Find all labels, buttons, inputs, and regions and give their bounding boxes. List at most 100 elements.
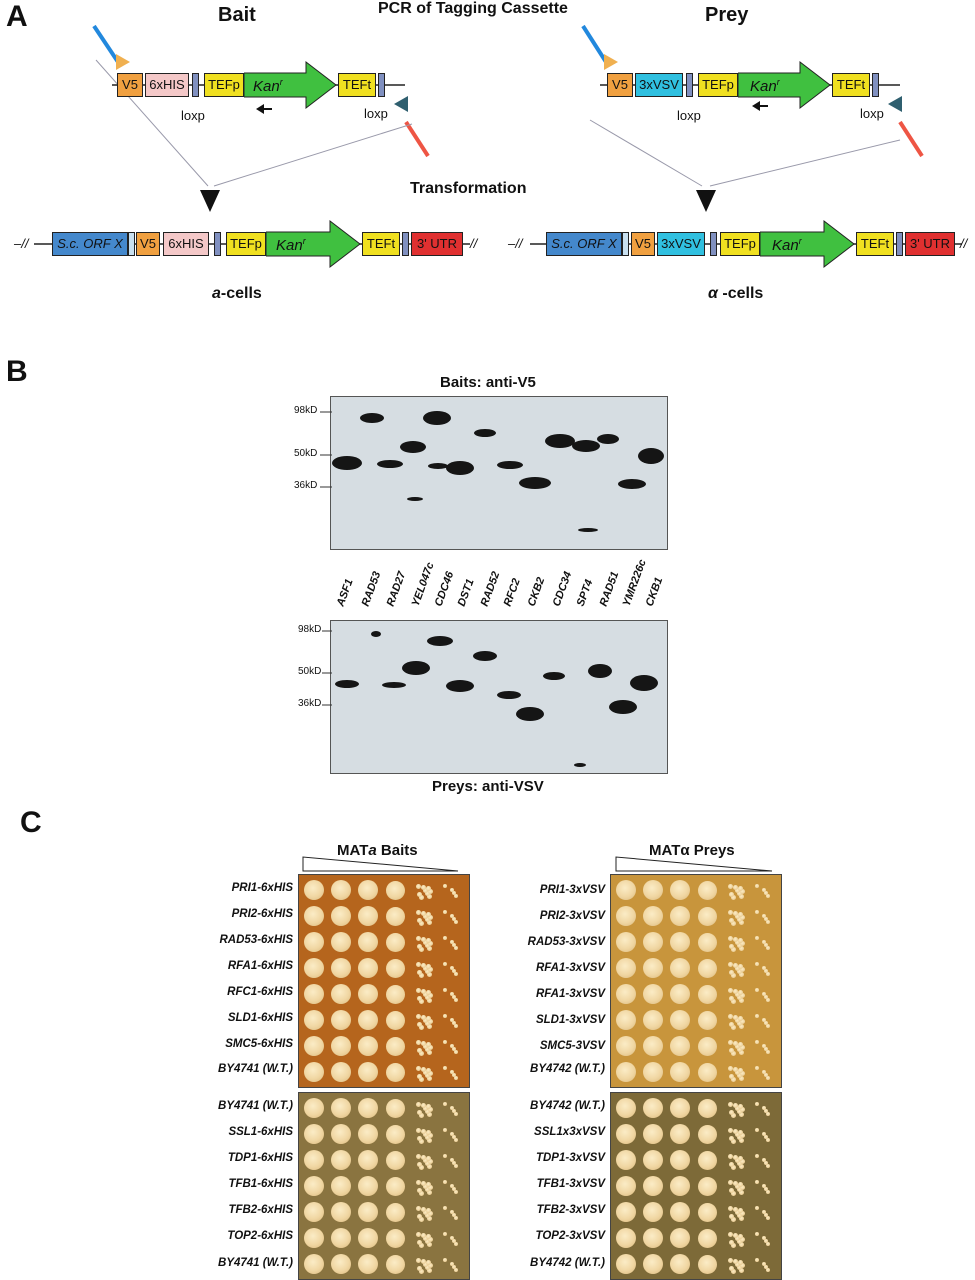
- yeast-colony: [735, 1106, 740, 1111]
- yeast-spot: [385, 1124, 405, 1144]
- yeast-colony: [764, 1213, 768, 1217]
- yeast-colony: [728, 936, 733, 941]
- yeast-colony: [417, 1074, 422, 1079]
- prey-bottom-row-label: BY4742 (W.T.): [530, 1257, 605, 1269]
- yeast-spot: [304, 880, 324, 900]
- yeast-colony: [419, 1113, 424, 1118]
- yeast-colony: [733, 963, 738, 968]
- yeast-colony: [454, 1216, 458, 1220]
- yeast-spot: [643, 932, 663, 952]
- yeast-colony: [738, 1016, 743, 1021]
- yeast-colony: [762, 914, 766, 918]
- yeast-colony: [764, 1135, 768, 1139]
- yeast-spot: [385, 1098, 405, 1118]
- yeast-colony: [426, 938, 431, 943]
- prey-heading: Prey: [705, 4, 749, 26]
- yeast-colony: [425, 1265, 430, 1270]
- yeast-spot: [358, 1254, 378, 1274]
- yeast-colony: [764, 1047, 768, 1051]
- yeast-spot: [331, 906, 351, 926]
- yeast-spot: [385, 984, 405, 1004]
- yeast-colony: [728, 884, 733, 889]
- yeast-colony: [731, 1025, 736, 1030]
- yeast-colony: [731, 1243, 736, 1248]
- yeast-colony: [728, 1180, 733, 1185]
- bait-teft-box: TEFt: [338, 73, 376, 97]
- yeast-colony: [416, 1232, 421, 1237]
- yeast-spot: [331, 984, 351, 1004]
- yeast-colony: [735, 1044, 740, 1049]
- yeast-colony: [762, 1236, 766, 1240]
- yeast-colony: [421, 1233, 426, 1238]
- yeast-colony: [428, 1263, 433, 1268]
- yeast-spot: [697, 906, 717, 926]
- matalpha-preys-header: MATα Preys: [649, 842, 735, 859]
- prey-loxp-left-box: [686, 73, 693, 97]
- yeast-colony: [419, 1051, 424, 1056]
- bait-product-v5-box: V5: [136, 232, 160, 256]
- yeast-colony: [425, 1109, 430, 1114]
- yeast-colony: [733, 1129, 738, 1134]
- yeast-colony: [729, 1240, 734, 1245]
- yeast-colony: [416, 1258, 421, 1263]
- bait-bottom-row-label: SSL1-6xHIS: [228, 1126, 293, 1138]
- yeast-colony: [454, 894, 458, 898]
- prey-loxp-right-label: loxp: [860, 106, 884, 121]
- yeast-colony: [426, 1208, 431, 1213]
- yeast-colony: [740, 941, 745, 946]
- yeast-colony: [423, 1158, 428, 1163]
- yeast-colony: [740, 1107, 745, 1112]
- yeast-colony: [421, 1155, 426, 1160]
- yeast-colony: [738, 1104, 743, 1109]
- yeast-colony: [739, 1190, 744, 1195]
- yeast-colony: [733, 1207, 738, 1212]
- yeast-colony: [452, 1047, 456, 1051]
- baits-western-blot: [330, 396, 668, 550]
- yeast-colony: [755, 988, 759, 992]
- yeast-colony: [766, 920, 770, 924]
- yeast-spot: [358, 906, 378, 926]
- yeast-colony: [740, 967, 745, 972]
- yeast-spot: [616, 1202, 636, 1222]
- yeast-spot: [331, 1254, 351, 1274]
- yeast-colony: [427, 1190, 432, 1195]
- bait-top-row-label: RAD53-6xHIS: [219, 934, 294, 946]
- yeast-colony: [740, 1133, 745, 1138]
- yeast-colony: [739, 1216, 744, 1221]
- yeast-spot: [670, 1254, 690, 1274]
- bait-v5-box: V5: [117, 73, 143, 97]
- yeast-colony: [417, 1240, 422, 1245]
- yeast-colony: [766, 1190, 770, 1194]
- yeast-spot: [331, 880, 351, 900]
- yeast-spot: [697, 1124, 717, 1144]
- yeast-colony: [733, 1041, 738, 1046]
- yeast-spot: [358, 932, 378, 952]
- yeast-spot: [331, 1176, 351, 1196]
- yeast-colony: [419, 1077, 424, 1082]
- yeast-colony: [740, 1237, 745, 1242]
- yeast-colony: [738, 1068, 743, 1073]
- yeast-colony: [729, 996, 734, 1001]
- yeast-colony: [421, 885, 426, 890]
- yeast-colony: [454, 1190, 458, 1194]
- yeast-spot: [670, 906, 690, 926]
- yeast-colony: [423, 1236, 428, 1241]
- yeast-colony: [731, 1113, 736, 1118]
- yeast-colony: [762, 1132, 766, 1136]
- yeast-spot: [304, 1228, 324, 1248]
- prey-v5-box: V5: [607, 73, 633, 97]
- bait-product-loxp-box: [214, 232, 221, 256]
- marker-50kd-top: 50kD: [294, 448, 318, 459]
- yeast-colony: [739, 894, 744, 899]
- yeast-colony: [731, 1139, 736, 1144]
- prey-product-loxp2-box: [896, 232, 903, 256]
- yeast-spot: [331, 958, 351, 978]
- yeast-colony: [766, 1076, 770, 1080]
- yeast-colony: [423, 1044, 428, 1049]
- prey-top-row-label: RFA1-3xVSV: [535, 962, 605, 974]
- yeast-spot: [358, 1150, 378, 1170]
- yeast-colony: [428, 967, 433, 972]
- yeast-spot: [358, 1176, 378, 1196]
- yeast-colony: [755, 1066, 759, 1070]
- yeast-colony: [764, 995, 768, 999]
